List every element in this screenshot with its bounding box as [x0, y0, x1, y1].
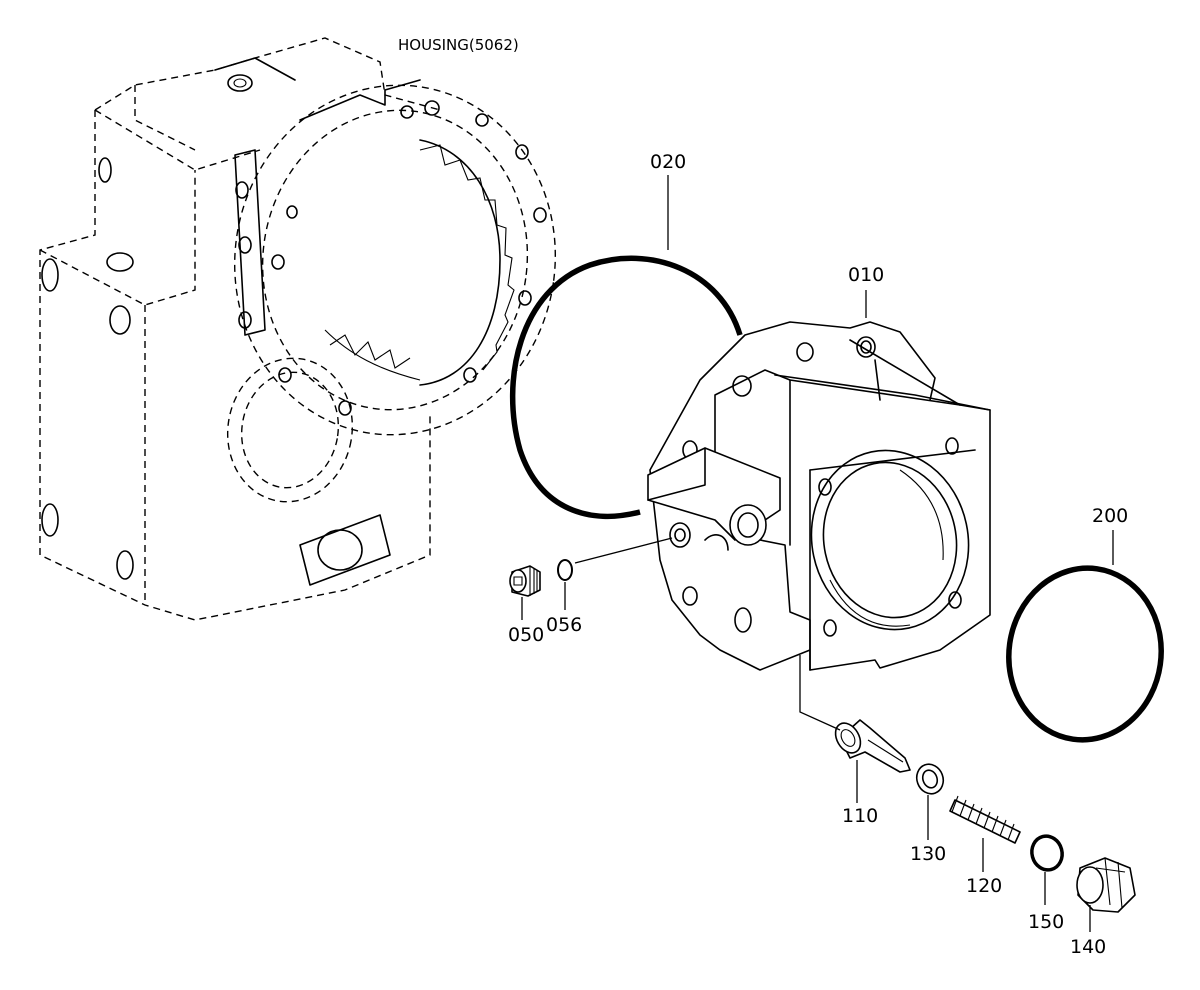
callout-110: 110 [842, 805, 878, 827]
o-ring-200 [1006, 565, 1164, 743]
o-ring-020 [509, 255, 743, 520]
callout-020: 020 [650, 151, 686, 173]
callout-010: 010 [848, 264, 884, 286]
cover-housing-010 [647, 321, 991, 671]
spring-120 [949, 795, 1021, 844]
callout-130: 130 [910, 843, 946, 865]
callout-140: 140 [1070, 936, 1106, 958]
callout-050: 050 [508, 624, 544, 646]
leader-lines [521, 175, 1114, 932]
callout-150: 150 [1028, 911, 1064, 933]
callout-056: 056 [546, 614, 582, 636]
plug-050 [509, 565, 541, 597]
o-ring-056 [557, 559, 573, 581]
callout-120: 120 [966, 875, 1002, 897]
callout-200: 200 [1092, 505, 1128, 527]
reference-housing [39, 37, 557, 621]
o-ring-150 [1030, 834, 1064, 872]
washer-130 [915, 763, 945, 795]
plug-140 [1076, 857, 1136, 913]
valve-110 [834, 719, 911, 773]
diagram-title: HOUSING(5062) [398, 36, 519, 54]
